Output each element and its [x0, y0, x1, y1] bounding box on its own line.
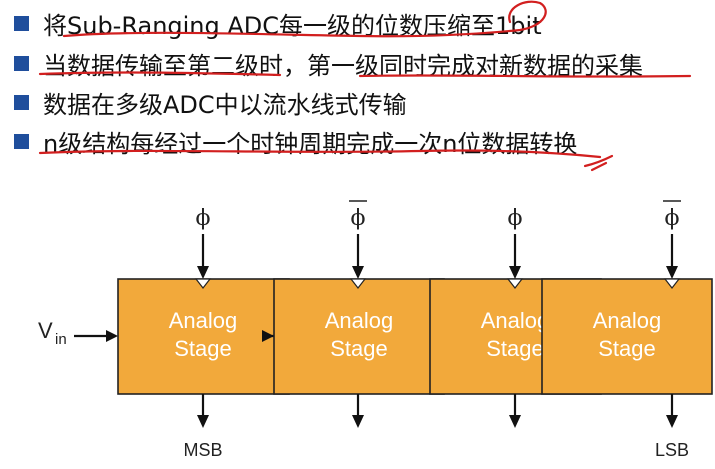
stage-3-line2: Stage [486, 336, 544, 361]
annotation-underline-2b [358, 74, 692, 78]
stage-4-line1: Analog [593, 308, 662, 333]
stage-2-clock: ϕ [351, 206, 366, 231]
stage-4-box [541, 278, 713, 395]
clock-input-icon [506, 278, 524, 289]
stage-1-line1: Analog [169, 308, 238, 333]
output-arrow-icon [197, 415, 209, 428]
annotation-underline-2a [38, 71, 282, 77]
bullet-text-4: n级结构每经过一个时钟周期完成一次n位数据转换 [43, 130, 578, 158]
clock-arrow-icon [352, 266, 364, 279]
bullet-item-3: 数据在多级ADC中以流水线式传输 [14, 85, 407, 120]
stage-3-line1: Analog [481, 308, 550, 333]
stage-3-clock: ϕ [508, 206, 523, 231]
stage-2-line2: Stage [330, 336, 388, 361]
annotation-marks [38, 0, 692, 172]
stage-2-line1: Analog [325, 308, 394, 333]
output-arrow-icon [509, 415, 521, 428]
bullet-square-icon [14, 56, 29, 71]
bullet-square-icon [14, 134, 29, 149]
lsb-label: LSB [655, 440, 689, 460]
annotation-underline-4 [38, 149, 602, 159]
stage-1: ϕ Analog Stage [117, 206, 290, 428]
stage-2-box [273, 278, 445, 395]
annotation-underline-1 [62, 0, 547, 38]
clock-input-icon [349, 278, 367, 289]
stage-1-line2: Stage [174, 336, 232, 361]
annotation-scribble [583, 154, 614, 172]
stage-1-clock: ϕ [196, 206, 211, 231]
input-label: V [38, 318, 53, 343]
stage-2: ϕ Analog Stage [273, 200, 445, 428]
clock-arrow-icon [197, 266, 209, 279]
msb-label: MSB [183, 440, 222, 460]
clock-input-icon [663, 278, 681, 289]
output-arrow-icon [352, 415, 364, 428]
bullet-square-icon [14, 95, 29, 110]
stage-4-clock: ϕ [665, 206, 680, 231]
clock-arrow-icon [666, 266, 678, 279]
link-1-2-arrow-icon [262, 330, 274, 342]
stage-4: ϕ Analog Stage [541, 200, 713, 428]
clock-input-icon [194, 278, 212, 289]
input-arrow-icon [106, 330, 118, 342]
output-arrow-icon [666, 415, 678, 428]
bullet-square-icon [14, 16, 29, 31]
bullet-text-3: 数据在多级ADC中以流水线式传输 [43, 91, 407, 119]
input-subscript: in [55, 331, 67, 348]
clock-arrow-icon [509, 266, 521, 279]
bullet-item-4: n级结构每经过一个时钟周期完成一次n位数据转换 [14, 124, 577, 159]
stage-4-line2: Stage [598, 336, 656, 361]
